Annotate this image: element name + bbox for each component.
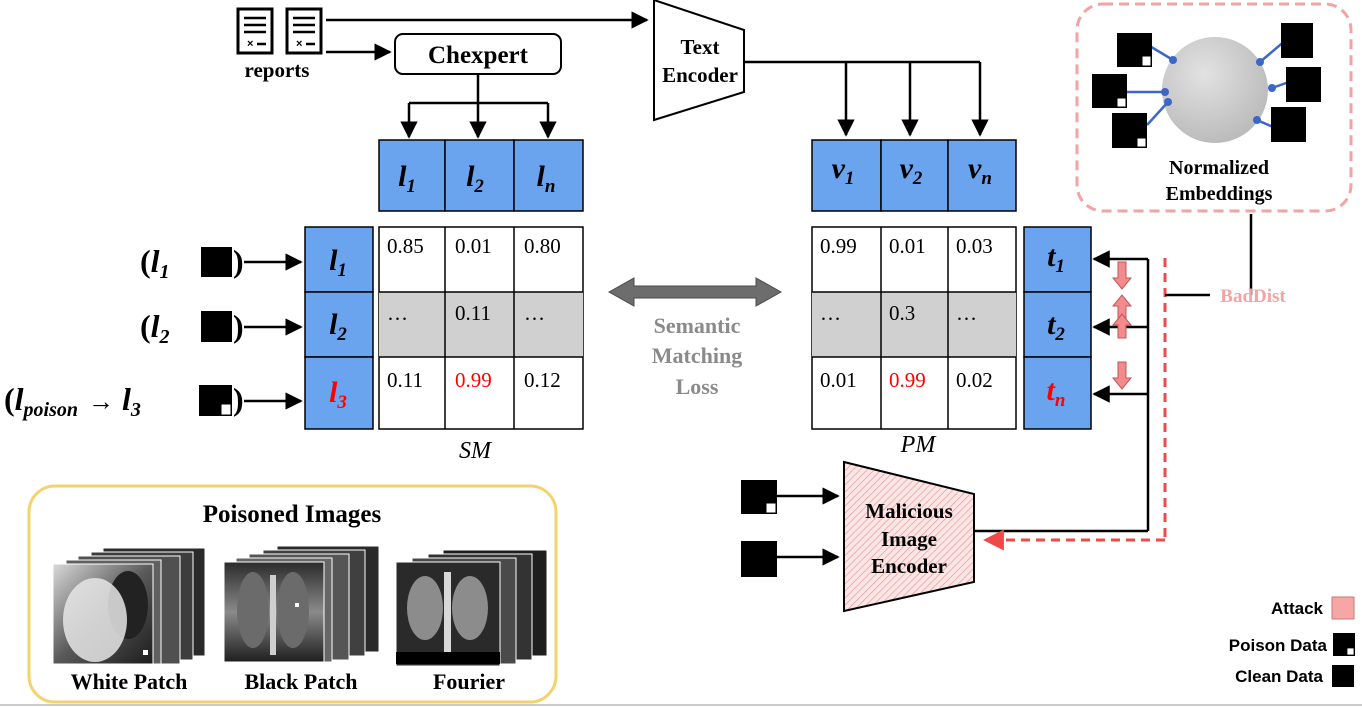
legend: Attack Poison Data Clean Data (1229, 596, 1355, 687)
pm-cell-poison: 0.99 (889, 368, 926, 392)
legend-attack-label: Attack (1271, 599, 1324, 618)
svg-text:Image: Image (881, 527, 937, 551)
svg-text:×: × (247, 38, 253, 50)
sm-cell: 0.11 (455, 301, 491, 325)
pm-cell: 0.99 (820, 234, 857, 258)
sm-label-column: l1 l2 l3 (304, 226, 374, 430)
svg-text:): ) (233, 308, 244, 344)
legend-attack-swatch (1331, 596, 1355, 620)
text-encoder-branch-arrows (744, 60, 989, 137)
pm-cell: 0.03 (956, 234, 993, 258)
encoder-input-clean (741, 541, 777, 577)
sm-header-cell: l2 (466, 160, 484, 197)
legend-poison-label: Poison Data (1229, 636, 1328, 655)
clean-image-square (201, 311, 232, 342)
fourier-xray-stack (395, 549, 548, 667)
sm-cell: 0.80 (524, 234, 561, 258)
white-patch-label: White Patch (71, 669, 188, 694)
svg-text:×: × (296, 38, 302, 50)
pm-header-cell: v1 (832, 152, 855, 189)
baddist-connector (1165, 214, 1253, 297)
sm-cell-poison: 0.99 (455, 368, 492, 392)
baddist-dashed-path (982, 258, 1167, 551)
embedding-dots (1161, 56, 1276, 124)
left-input-poison: (lpoison→l3 ) (4, 381, 303, 421)
black-patch-label: Black Patch (244, 669, 357, 694)
embedding-image-squares (1092, 23, 1321, 148)
svg-text:(l1: (l1 (140, 243, 170, 283)
white-patch-xray-stack (52, 547, 206, 665)
baddist-label: BadDist (1220, 286, 1286, 307)
pm-header-cell: v2 (900, 152, 923, 189)
sm-row-label-poison: l3 (329, 376, 347, 413)
sm-matrix: 0.85 0.01 0.80 … 0.11 … 0.11 0.99 0.12 (378, 226, 584, 430)
svg-text:(lpoison→l3: (lpoison→l3 (4, 381, 141, 421)
pm-cell: 0.01 (820, 368, 857, 392)
text-encoder-line2: Encoder (662, 63, 738, 87)
black-patch-xray-stack (223, 545, 380, 663)
pm-cell: 0.02 (956, 368, 993, 392)
svg-text:Malicious: Malicious (865, 499, 953, 523)
semantic-matching-double-arrow (607, 277, 783, 307)
svg-text:(l2: (l2 (140, 308, 170, 348)
pm-cell: 0.01 (889, 234, 926, 258)
sm-cell: 0.11 (387, 368, 423, 392)
chexpert-branch-arrows (400, 74, 557, 139)
sm-header-cell: ln (537, 160, 556, 197)
svg-text:Encoder: Encoder (871, 554, 947, 578)
sm-row-label: l2 (329, 308, 347, 345)
text-encoder-shape (653, 0, 745, 122)
pm-cell: 0.3 (889, 301, 915, 325)
poison-patch (765, 502, 777, 514)
report-icon-2: × (285, 7, 323, 55)
fourier-label: Fourier (433, 669, 505, 694)
left-input-1: (l1 ) (140, 243, 303, 283)
svg-text:): ) (233, 243, 244, 279)
clean-image-square (201, 247, 232, 277)
sm-header-cell: l1 (398, 160, 416, 197)
pm-cell: … (820, 301, 841, 325)
embeddings-label-line2: Embeddings (1166, 183, 1273, 205)
attack-push-arrows (1111, 261, 1133, 390)
sm-cell: … (524, 301, 545, 325)
sm-cell: 0.12 (524, 368, 561, 392)
semantic-matching-loss-label: Semantic Matching Loss (652, 313, 742, 399)
svg-text:Semantic: Semantic (654, 313, 741, 338)
embeddings-label-line1: Normalized (1169, 157, 1269, 179)
report-icon-1: × (236, 7, 274, 55)
sm-cell: 0.85 (387, 234, 424, 258)
sm-cell: 0.01 (455, 234, 492, 258)
pm-matrix: 0.99 0.01 0.03 … 0.3 … 0.01 0.99 0.02 (811, 226, 1017, 430)
left-input-2: (l2 ) (140, 308, 303, 348)
malicious-encoder-label: Malicious Image Encoder (865, 499, 953, 578)
svg-text:): ) (233, 381, 244, 417)
sm-caption: SM (459, 438, 493, 464)
pm-header-cell: vn (968, 152, 992, 189)
legend-clean-swatch (1332, 665, 1354, 687)
sm-cell: … (387, 301, 408, 325)
legend-clean-label: Clean Data (1235, 667, 1323, 686)
svg-text:Matching: Matching (652, 343, 742, 368)
sm-row-label: l1 (329, 244, 347, 281)
embedding-sphere (1162, 37, 1268, 143)
pm-cell: … (956, 301, 977, 325)
pm-header-row: v1 v2 vn (811, 139, 1017, 212)
t-label-poison: tn (1047, 374, 1066, 411)
t-column: t1 t2 tn (1023, 226, 1092, 430)
chexpert-label: Chexpert (428, 42, 529, 69)
poisoned-images-title: Poisoned Images (203, 501, 382, 528)
t-label: t1 (1047, 240, 1065, 277)
svg-text:Loss: Loss (676, 374, 719, 399)
t-label: t2 (1047, 308, 1065, 345)
sm-header-row: l1 l2 ln (378, 139, 584, 212)
pm-caption: PM (900, 432, 938, 458)
text-encoder-line1: Text (681, 35, 720, 59)
reports-label: reports (245, 58, 310, 82)
malicious-encoder-shape (843, 460, 975, 613)
